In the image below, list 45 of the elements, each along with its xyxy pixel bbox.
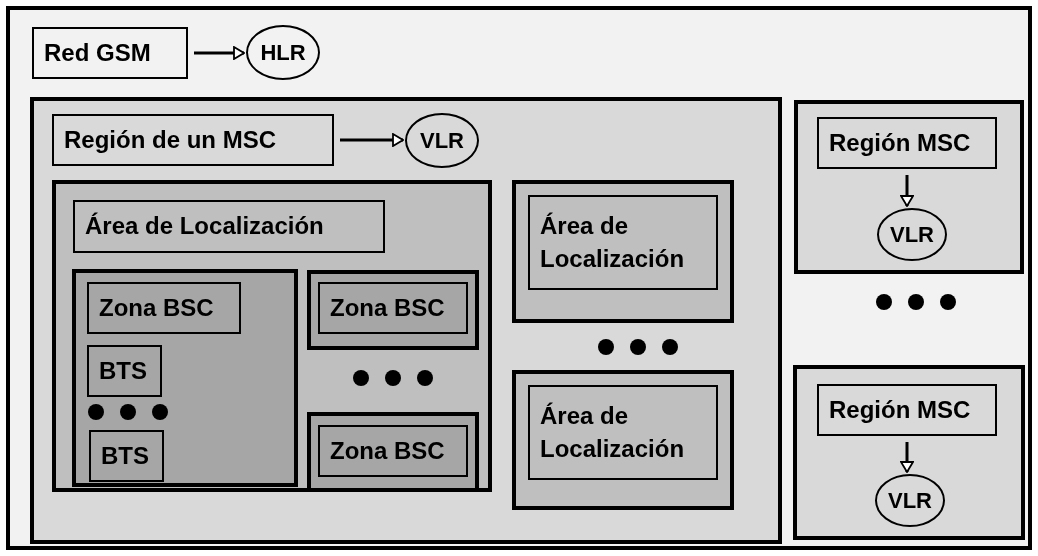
node-label: Área de Localización <box>540 211 686 274</box>
label-box <box>318 282 468 334</box>
label-box <box>89 430 164 482</box>
label-box <box>528 385 718 480</box>
label-box <box>318 425 468 477</box>
label-box <box>52 114 334 166</box>
node-label: Área de Localización <box>540 401 686 464</box>
register-ellipse <box>875 474 945 527</box>
node-label: VLR <box>888 486 932 515</box>
node-label: BTS <box>99 355 147 386</box>
label-box <box>32 27 188 79</box>
zone-panel <box>72 269 298 487</box>
area-panel <box>52 180 492 492</box>
hollow-arrow <box>900 442 914 473</box>
label-box <box>528 195 718 290</box>
region-panel <box>793 365 1025 540</box>
zone-panel <box>307 270 479 350</box>
label-box <box>817 384 997 436</box>
node-label: BTS <box>101 440 149 471</box>
label-box <box>87 345 162 397</box>
node-label: Área de Localización <box>85 211 324 242</box>
hollow-arrow <box>340 133 404 147</box>
node-label: Zona BSC <box>99 292 214 323</box>
region-panel <box>30 97 782 544</box>
hollow-arrow <box>900 175 914 207</box>
node-label: Zona BSC <box>330 435 445 466</box>
node-label: Región de un MSC <box>64 124 276 155</box>
label-box <box>73 200 385 253</box>
node-label: Región MSC <box>829 394 971 425</box>
node-label: HLR <box>260 38 306 67</box>
node-label: VLR <box>890 220 934 249</box>
label-box <box>817 117 997 169</box>
label-box <box>87 282 241 334</box>
node-label: Red GSM <box>44 37 151 68</box>
area-panel <box>512 180 734 323</box>
region-panel <box>794 100 1024 274</box>
register-ellipse <box>405 113 479 168</box>
register-ellipse <box>877 208 947 261</box>
node-label: Región MSC <box>829 127 971 158</box>
frame-panel <box>6 6 1032 550</box>
node-label: VLR <box>420 126 464 155</box>
hollow-arrow <box>194 46 245 60</box>
register-ellipse <box>246 25 320 80</box>
node-label: Zona BSC <box>330 292 445 323</box>
area-panel <box>512 370 734 510</box>
